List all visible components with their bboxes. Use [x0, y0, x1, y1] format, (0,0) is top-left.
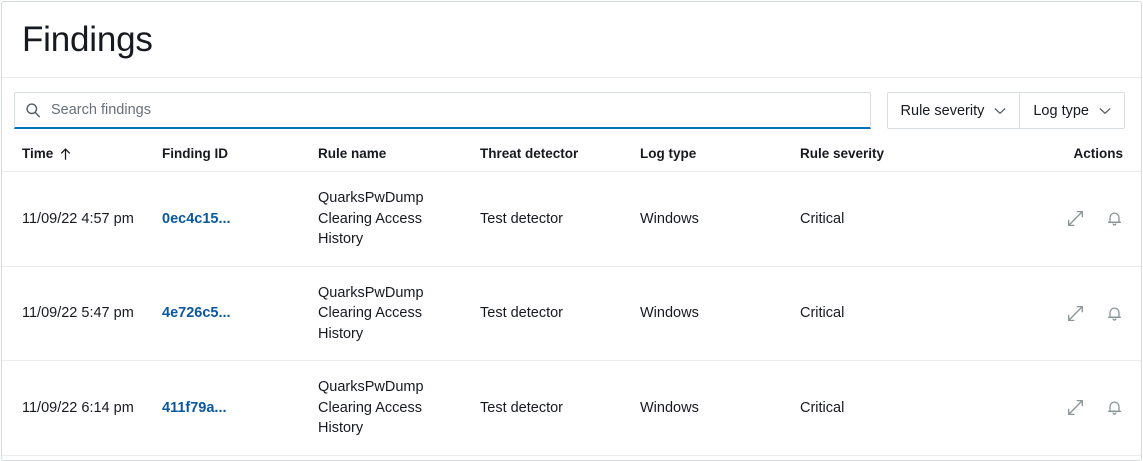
cell-rule-severity: Critical [800, 266, 1018, 361]
column-header-actions: Actions [1018, 138, 1141, 172]
cell-threat-detector: Test detector [480, 266, 640, 361]
cell-actions [1018, 171, 1141, 267]
table-header-row: Time Finding ID Rule name Threat detecto… [2, 138, 1141, 172]
cell-finding-id: 0ec4c15... [162, 171, 318, 267]
chevron-down-icon [994, 107, 1006, 114]
cell-rule-severity: Critical [800, 171, 1018, 267]
column-header-finding-id[interactable]: Finding ID [162, 138, 318, 172]
cell-finding-id: 4e726c5... [162, 266, 318, 361]
expand-icon[interactable] [1067, 305, 1084, 322]
bell-icon[interactable] [1106, 210, 1123, 227]
cell-rule-name: QuarksPwDump Clearing Access History [318, 360, 480, 456]
column-header-rule-severity[interactable]: Rule severity [800, 138, 1018, 172]
filter-button-group: Rule severity Log type [886, 92, 1125, 129]
panel-header: Findings [2, 2, 1141, 78]
column-header-time-label: Time [22, 146, 54, 161]
cell-rule-name: QuarksPwDump Clearing Access History [318, 171, 480, 267]
cell-actions [1018, 360, 1141, 456]
search-input[interactable] [51, 93, 860, 127]
table-row: 11/09/22 5:47 pm 4e726c5... QuarksPwDump… [2, 266, 1141, 361]
cell-time: 11/09/22 4:57 pm [2, 171, 162, 267]
bell-icon[interactable] [1106, 399, 1123, 416]
cell-log-type: Windows [640, 360, 800, 456]
column-header-log-type[interactable]: Log type [640, 138, 800, 172]
search-icon [26, 103, 41, 118]
expand-icon[interactable] [1067, 210, 1084, 227]
cell-log-type: Windows [640, 171, 800, 267]
page-title: Findings [22, 20, 153, 59]
cell-rule-name: QuarksPwDump Clearing Access History [318, 266, 480, 361]
cell-threat-detector: Test detector [480, 360, 640, 456]
table-row: 11/09/22 6:14 pm 411f79a... QuarksPwDump… [2, 360, 1141, 456]
bell-icon[interactable] [1106, 305, 1123, 322]
filter-log-type[interactable]: Log type [1019, 93, 1124, 128]
cell-rule-severity: Critical [800, 360, 1018, 456]
column-header-time[interactable]: Time [2, 138, 162, 172]
cell-time: 11/09/22 5:47 pm [2, 266, 162, 361]
filter-log-type-label: Log type [1033, 102, 1089, 119]
cell-actions [1018, 266, 1141, 361]
expand-icon[interactable] [1067, 399, 1084, 416]
search-field[interactable] [14, 92, 871, 129]
chevron-down-icon [1099, 107, 1111, 114]
table-head: Time Finding ID Rule name Threat detecto… [2, 138, 1141, 172]
finding-id-link[interactable]: 0ec4c15... [162, 210, 231, 227]
cell-finding-id: 411f79a... [162, 360, 318, 456]
findings-table: Time Finding ID Rule name Threat detecto… [2, 138, 1141, 456]
table-body: 11/09/22 4:57 pm 0ec4c15... QuarksPwDump… [2, 171, 1141, 456]
finding-id-link[interactable]: 411f79a... [162, 399, 227, 416]
column-header-threat-detector[interactable]: Threat detector [480, 138, 640, 172]
filter-rule-severity-label: Rule severity [900, 102, 985, 119]
filter-rule-severity[interactable]: Rule severity [887, 93, 1020, 128]
filter-bar: Rule severity Log type [2, 78, 1141, 138]
finding-id-link[interactable]: 4e726c5... [162, 305, 231, 321]
column-header-rule-name[interactable]: Rule name [318, 138, 480, 172]
cell-log-type: Windows [640, 266, 800, 361]
arrow-up-icon [61, 147, 71, 160]
table-row: 11/09/22 4:57 pm 0ec4c15... QuarksPwDump… [2, 171, 1141, 267]
cell-time: 11/09/22 6:14 pm [2, 360, 162, 456]
cell-threat-detector: Test detector [480, 171, 640, 267]
